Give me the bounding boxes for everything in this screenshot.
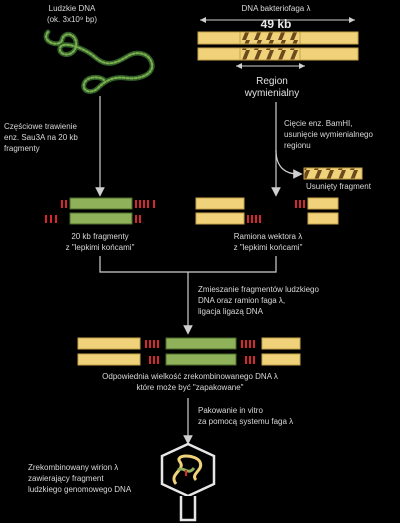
- phage-dna-title: DNA bakteriofaga λ: [242, 4, 311, 13]
- human-dna-size: (ok. 3x10⁹ bp): [47, 15, 97, 24]
- removed-fragment-label: Usunięty fragment: [306, 182, 372, 191]
- virion-label-2: zawierający fragment: [28, 474, 104, 483]
- bamhi-line-3: regionu: [284, 141, 311, 150]
- removed-branch-arrow: [275, 149, 303, 179]
- vector-arms: [195, 197, 339, 225]
- human-dna-coil: [43, 29, 155, 94]
- human-fragments: [45, 197, 155, 225]
- mixing-line-3: ligacja ligazą DNA: [198, 307, 264, 316]
- merge-connector: [99, 256, 277, 273]
- partial-digest-line-3: fragmenty: [4, 144, 40, 153]
- virion-label-3: ludzkiego genomowego DNA: [28, 485, 132, 494]
- packaging-line-1: Pakowanie in vitro: [198, 406, 263, 415]
- region-label-1: Region: [256, 76, 288, 87]
- recombinant-label-2: które może być "zapakowane": [136, 383, 243, 392]
- bamhi-line-1: Cięcie enz. BamHI,: [284, 119, 352, 128]
- virion-label-1: Zrekombinowany wirion λ: [28, 463, 118, 472]
- packaging-line-2: za pomocą systemu faga λ: [198, 417, 293, 426]
- removed-fragment-bar: [303, 167, 363, 180]
- phage-dna-strands: [197, 31, 359, 61]
- arms-label-1: Ramiona wektora λ: [234, 232, 302, 241]
- bamhi-line-2: usunięcie wymienialnego: [284, 130, 373, 139]
- phage-length: 49 kb: [261, 17, 292, 31]
- human-dna-title: Ludzkie DNA: [49, 4, 96, 13]
- fragments-label-1: 20 kb fragmenty: [71, 232, 128, 241]
- fragments-label-2: z "lepkimi końcami": [66, 243, 135, 252]
- recombinant-dna: [77, 337, 301, 366]
- arms-label-2: z "lepkimi końcami": [234, 243, 303, 252]
- partial-digest-line-2: enz. Sau3A na 20 kb: [4, 133, 78, 142]
- region-label-2: wymienialny: [244, 88, 299, 99]
- mixing-line-2: DNA oraz ramion faga λ,: [198, 296, 285, 305]
- partial-digest-line-1: Częściowe trawienie: [4, 122, 77, 131]
- phage-virion: [160, 442, 216, 522]
- mixing-line-1: Zmieszanie fragmentów ludzkiego: [198, 285, 319, 294]
- recombinant-label-1: Odpowiednia wielkość zrekombinowanego DN…: [102, 372, 278, 381]
